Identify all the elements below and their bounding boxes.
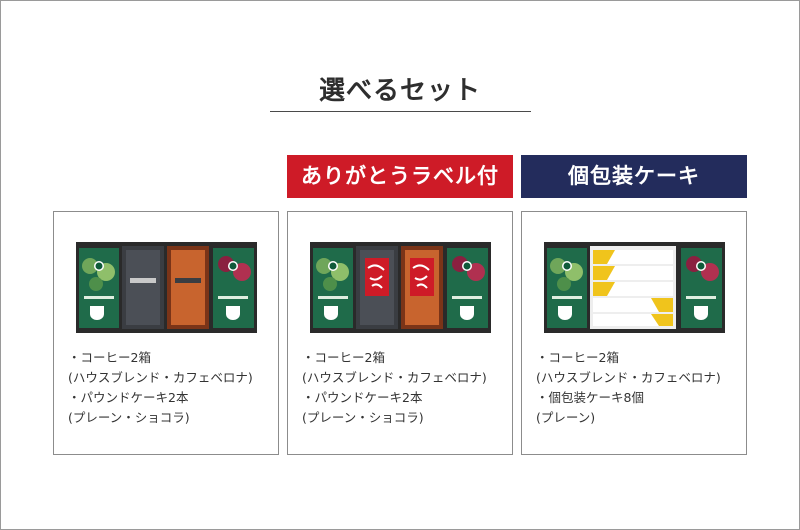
wrapped-cake-icon — [593, 250, 673, 326]
contents-line: ・パウンドケーキ2本 — [302, 390, 423, 405]
coffee-cup-icon — [90, 306, 104, 320]
set-card-1[interactable]: ・コーヒー2箱 (ハウスブレンド・カフェベロナ) ・パウンドケーキ2本 (プレー… — [53, 211, 279, 455]
contents-line: (プレーン・ショコラ) — [302, 410, 424, 425]
title-underline — [270, 111, 531, 112]
gift-set-3-image — [544, 242, 725, 333]
coffee-box-icon — [79, 248, 119, 328]
pound-cake-icon — [122, 246, 164, 329]
set-3-contents: ・コーヒー2箱 (ハウスブレンド・カフェベロナ) ・個包装ケーキ8個 (プレーン… — [536, 348, 746, 428]
coffee-cup-icon — [694, 306, 708, 320]
pound-cake-icon — [167, 246, 209, 329]
gift-set-1-image — [76, 242, 257, 333]
contents-line: (ハウスブレンド・カフェベロナ) — [302, 370, 487, 385]
individual-cake-tray-icon — [590, 246, 676, 329]
coffee-cup-icon — [558, 306, 572, 320]
set-card-2[interactable]: ・コーヒー2箱 (ハウスブレンド・カフェベロナ) ・パウンドケーキ2本 (プレー… — [287, 211, 513, 455]
coffee-box-icon — [313, 248, 353, 328]
contents-line: (プレーン) — [536, 410, 596, 425]
contents-line: ・コーヒー2箱 — [536, 350, 619, 365]
individual-cake-tag: 個包装ケーキ — [521, 155, 747, 198]
gift-set-2-image — [310, 242, 491, 333]
thank-you-label-tag: ありがとうラベル付 — [287, 155, 513, 198]
pound-cake-icon — [401, 246, 443, 329]
contents-line: ・コーヒー2箱 — [302, 350, 385, 365]
pound-cake-icon — [356, 246, 398, 329]
set-2-contents: ・コーヒー2箱 (ハウスブレンド・カフェベロナ) ・パウンドケーキ2本 (プレー… — [302, 348, 512, 428]
contents-line: (プレーン・ショコラ) — [68, 410, 190, 425]
page-title: 選べるセット — [318, 76, 481, 106]
coffee-cup-icon — [324, 306, 338, 320]
contents-line: ・パウンドケーキ2本 — [68, 390, 189, 405]
contents-line: ・個包装ケーキ8個 — [536, 390, 644, 405]
coffee-box-icon — [447, 248, 488, 328]
coffee-box-icon — [547, 248, 587, 328]
contents-line: ・コーヒー2箱 — [68, 350, 151, 365]
contents-line: (ハウスブレンド・カフェベロナ) — [536, 370, 721, 385]
coffee-box-icon — [213, 248, 254, 328]
set-1-contents: ・コーヒー2箱 (ハウスブレンド・カフェベロナ) ・パウンドケーキ2本 (プレー… — [68, 348, 278, 428]
coffee-cup-icon — [226, 306, 240, 320]
set-card-3[interactable]: ・コーヒー2箱 (ハウスブレンド・カフェベロナ) ・個包装ケーキ8個 (プレーン… — [521, 211, 747, 455]
coffee-cup-icon — [460, 306, 474, 320]
contents-line: (ハウスブレンド・カフェベロナ) — [68, 370, 253, 385]
coffee-box-icon — [681, 248, 722, 328]
